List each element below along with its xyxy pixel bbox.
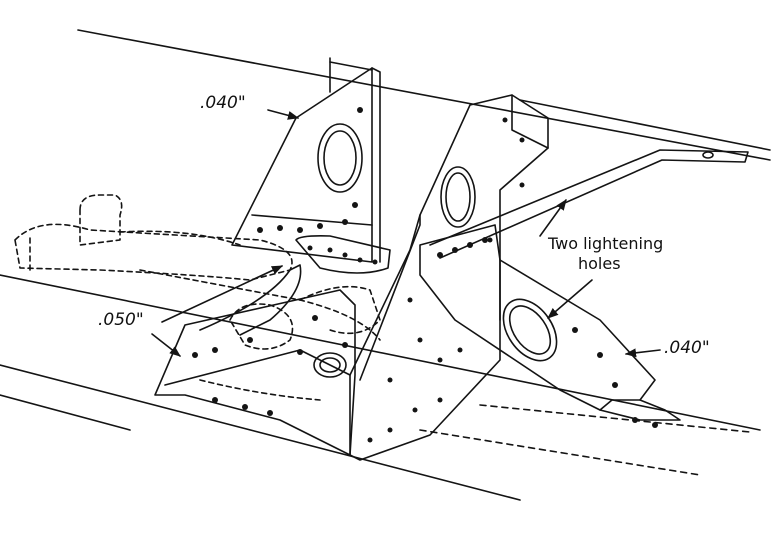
thickness-label-right: .040" [664,338,710,358]
thickness-label-left: .050" [98,310,144,330]
lower-right-plate [419,224,681,428]
phantom-parts [14,194,381,401]
lightening-holes-label-line1: Two lightening [548,234,664,253]
leader-lines [151,109,661,358]
lightening-holes-label-line2: holes [578,254,621,273]
spar-lines [0,29,771,501]
diagonal-strap [429,149,749,259]
center-flange [295,235,391,274]
lower-left-plate [154,264,356,456]
upper-left-plate [231,67,381,263]
center-channel [349,94,549,461]
thickness-label-top: .040" [200,93,246,113]
